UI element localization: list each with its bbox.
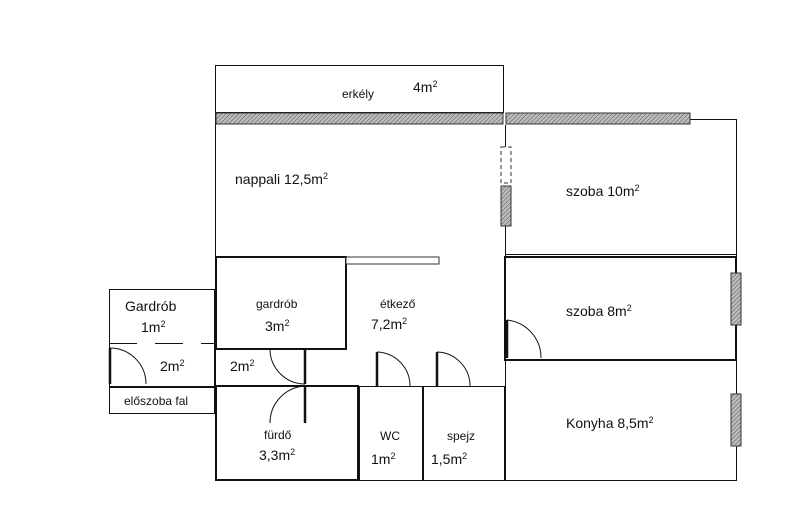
eloszoba-fal-label: előszoba fal	[124, 394, 188, 408]
door-spejz	[436, 351, 471, 387]
eloszoba-fal-outline	[109, 387, 215, 414]
hall-small-area: 2m2	[160, 358, 184, 374]
door-gardrob-outer	[109, 347, 147, 385]
hall-mid-area: 2m2	[230, 358, 254, 374]
gardrob-inner-outline	[215, 256, 347, 350]
gardrob-outer-name: Gardrób	[125, 298, 177, 314]
erkely-area: 4m2	[413, 79, 437, 95]
etkezo-area: 7,2m2	[371, 316, 407, 332]
furdo-outline	[215, 385, 359, 481]
spejz-outline	[423, 386, 505, 481]
window-balcony-right	[505, 112, 691, 125]
furdo-name: fürdő	[264, 428, 292, 442]
spejz-area: 1,5m2	[431, 451, 467, 467]
door-wc	[376, 351, 411, 387]
furdo-area: 3,3m2	[259, 447, 295, 463]
door-gardrob-inner	[269, 348, 306, 385]
wc-outline	[359, 386, 423, 481]
window-balcony-left	[215, 112, 504, 125]
wc-name: WC	[380, 429, 400, 443]
door-szoba8	[506, 319, 542, 359]
door-furdo	[269, 385, 306, 424]
window-konyha	[730, 393, 742, 447]
erkely-name: erkély	[342, 87, 374, 101]
partition-nappali-etkezo	[345, 256, 440, 265]
etkezo-name: étkező	[380, 297, 416, 311]
gardrob-outer-area: 1m2	[141, 319, 165, 335]
room-labels: erkély 4m2 nappali 12,5m2 szoba 10m2 szo…	[124, 79, 654, 467]
szoba8-label: szoba 8m2	[566, 303, 632, 319]
wc-area: 1m2	[371, 451, 395, 467]
gardrob-outer-outline	[109, 289, 215, 387]
szoba10-label: szoba 10m2	[566, 183, 640, 199]
gardrob-inner-name: gardrób	[256, 297, 298, 311]
door-leaves	[108, 320, 509, 423]
gardrob-inner-area: 3m2	[265, 318, 289, 334]
spejz-name: spejz	[447, 429, 475, 443]
window-nappali-door-lower	[500, 185, 512, 227]
windows	[215, 112, 742, 447]
window-szoba8	[730, 272, 742, 326]
window-nappali-door-upper	[500, 146, 512, 184]
konyha-label: Konyha 8,5m2	[566, 415, 654, 431]
nappali-label: nappali 12,5m2	[235, 171, 328, 187]
